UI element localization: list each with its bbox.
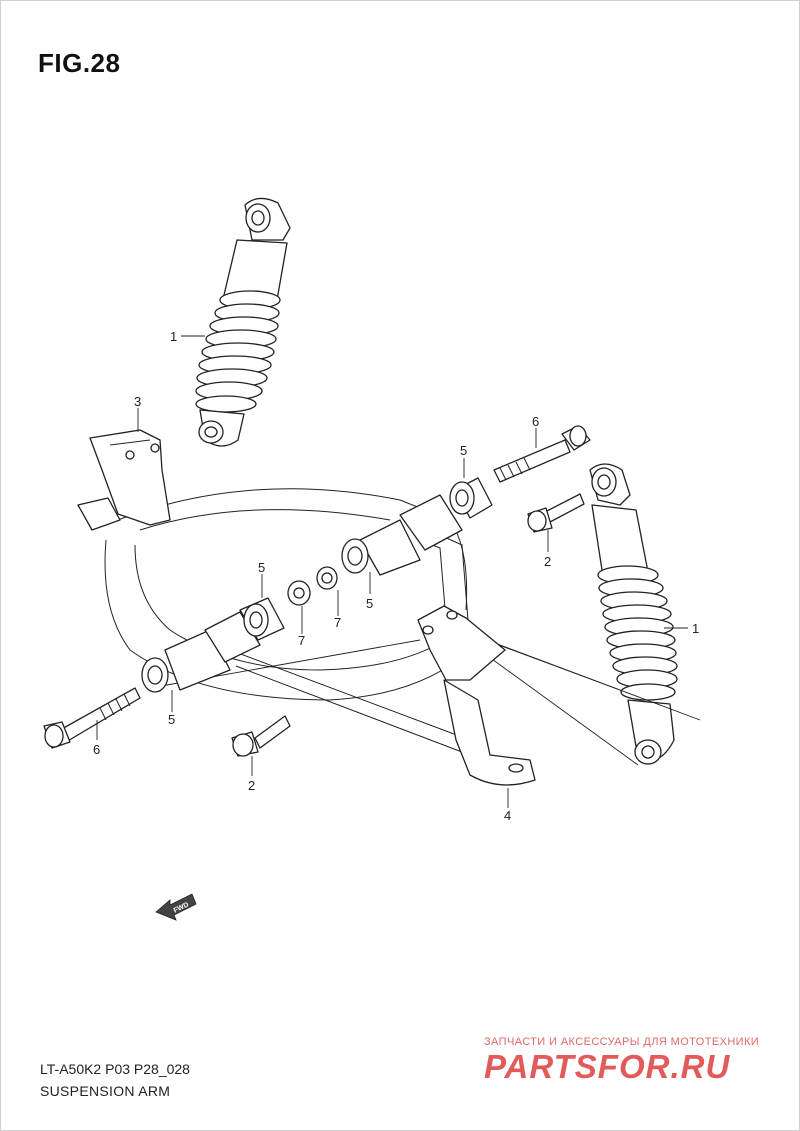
bolt-short-lower [231,715,291,757]
callout-bushing-c: 5 [366,596,373,611]
shock-absorber-left [195,197,291,447]
suspension-arm-frame [104,488,701,766]
bolt-long-right [493,425,591,483]
callout-bolt-upper: 2 [544,554,551,569]
pivot-tube-right [341,477,493,576]
callout-shock-left: 1 [170,329,177,344]
model-code: LT-A50K2 P03 P28_028 [40,1061,190,1077]
callout-bracket-lower: 4 [504,808,511,823]
fwd-arrow-icon: FWD [155,893,197,921]
bracket-lower [417,605,536,786]
callout-bolt-lower: 2 [248,778,255,793]
callout-bolt-long-left: 6 [93,742,100,757]
watermark: ЗАПЧАСТИ И АКСЕССУАРЫ ДЛЯ МОТОТЕХНИКИ PA… [484,1036,784,1086]
bracket-upper [77,429,171,531]
figure-title: FIG.28 [38,48,121,78]
callout-shock-right: 1 [692,621,699,636]
bolt-long-left [43,687,141,749]
shock-absorber-right [589,463,678,765]
washer-a [287,580,311,606]
callout-washer-a: 7 [298,633,305,648]
callout-bracket-upper: 3 [134,394,141,409]
callout-washer-b: 7 [334,615,341,630]
callout-bushing-d: 5 [168,712,175,727]
callout-bolt-long-right: 6 [532,414,539,429]
watermark-logo: PARTSFOR.RU [484,1048,731,1085]
bolt-short-upper [527,493,585,533]
callout-bushing-a: 5 [460,443,467,458]
callout-bushing-b: 5 [258,560,265,575]
washer-b [316,566,338,590]
figure-caption: SUSPENSION ARM [40,1083,171,1099]
pivot-tube-left [141,597,285,693]
watermark-tagline: ЗАПЧАСТИ И АКСЕССУАРЫ ДЛЯ МОТОТЕХНИКИ [484,1036,760,1048]
